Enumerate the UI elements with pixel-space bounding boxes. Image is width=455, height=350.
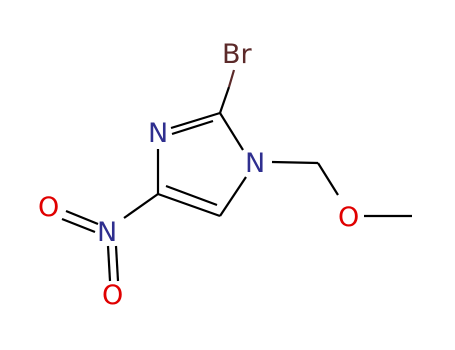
atom-n-nitro: N: [97, 217, 117, 248]
atom-o-nitro-top: O: [38, 192, 59, 223]
bond-ch2-o: [317, 162, 339, 196]
bond-c2-br-colored: [227, 69, 236, 88]
atom-o-ether: O: [338, 202, 359, 233]
atom-n3: N: [148, 118, 168, 149]
bond-c2-n3-b: [171, 119, 214, 136]
bond-c2-br: [218, 86, 231, 114]
bond-c5-n1: [219, 176, 247, 217]
atom-br: Br: [222, 39, 253, 70]
bond-nnitro-obottom-a: [106, 245, 112, 282]
bond-nnitro-otop-a: [65, 209, 99, 226]
bond-nnitro-otop-b: [61, 217, 96, 234]
bond-n1-ch2: [271, 160, 319, 165]
bond-c4-c5-a: [157, 192, 221, 218]
atom-o-nitro-bottom: O: [102, 280, 123, 311]
bond-c2-n3-a: [170, 111, 221, 130]
atom-n1: N: [245, 148, 265, 179]
bond-c4-nnitro: [123, 193, 159, 219]
bond-c2-n1: [219, 112, 244, 151]
bond-c4-c5-b: [165, 184, 218, 207]
bond-nnitro-obottom-b: [114, 245, 120, 282]
